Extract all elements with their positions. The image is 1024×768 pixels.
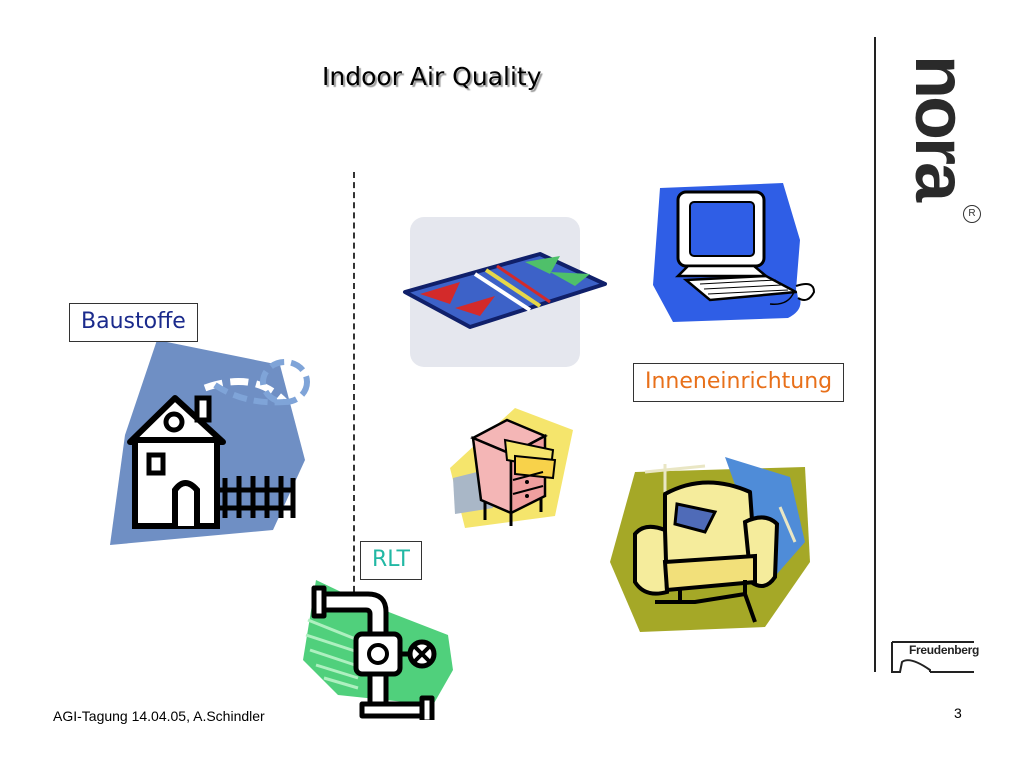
pipe-valve-clipart [303, 580, 453, 720]
carpet-clipart [403, 217, 607, 367]
label-baustoffe: Baustoffe [69, 303, 198, 342]
freudenberg-logo-text: Freudenberg [909, 643, 980, 657]
registered-mark-icon: R [963, 205, 981, 223]
house-clipart [110, 340, 310, 545]
label-rlt: RLT [360, 541, 422, 580]
label-inneneinrichtung: Inneneinrichtung [633, 363, 845, 402]
page-number: 3 [954, 705, 962, 721]
armchair-clipart [610, 457, 810, 632]
computer-clipart [653, 183, 816, 322]
slide-title: Indoor Air Quality [322, 62, 542, 91]
nora-logo: nora [900, 42, 980, 212]
freudenberg-logo [891, 641, 974, 673]
nora-logo-text: nora [900, 54, 980, 200]
dashed-divider [353, 172, 355, 612]
footer-text: AGI-Tagung 14.04.05, A.Schindler [53, 708, 265, 724]
cabinet-clipart [450, 408, 573, 528]
vertical-divider [874, 37, 876, 672]
